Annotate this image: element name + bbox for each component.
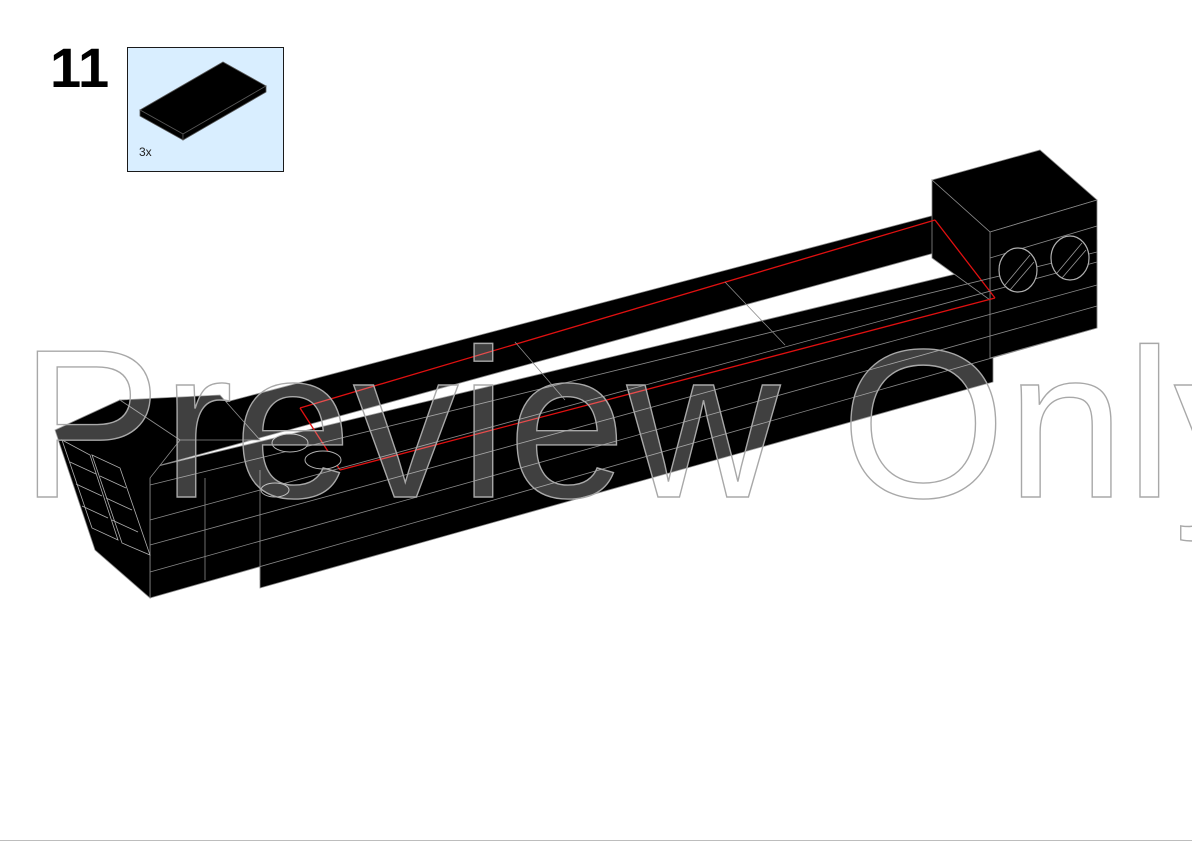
- tile-1x2-black-icon: [139, 61, 267, 141]
- parts-callout: 3x: [127, 47, 284, 172]
- page-bottom-rule: [0, 840, 1192, 841]
- step-number: 11: [50, 36, 110, 99]
- part-quantity: 3x: [139, 145, 152, 159]
